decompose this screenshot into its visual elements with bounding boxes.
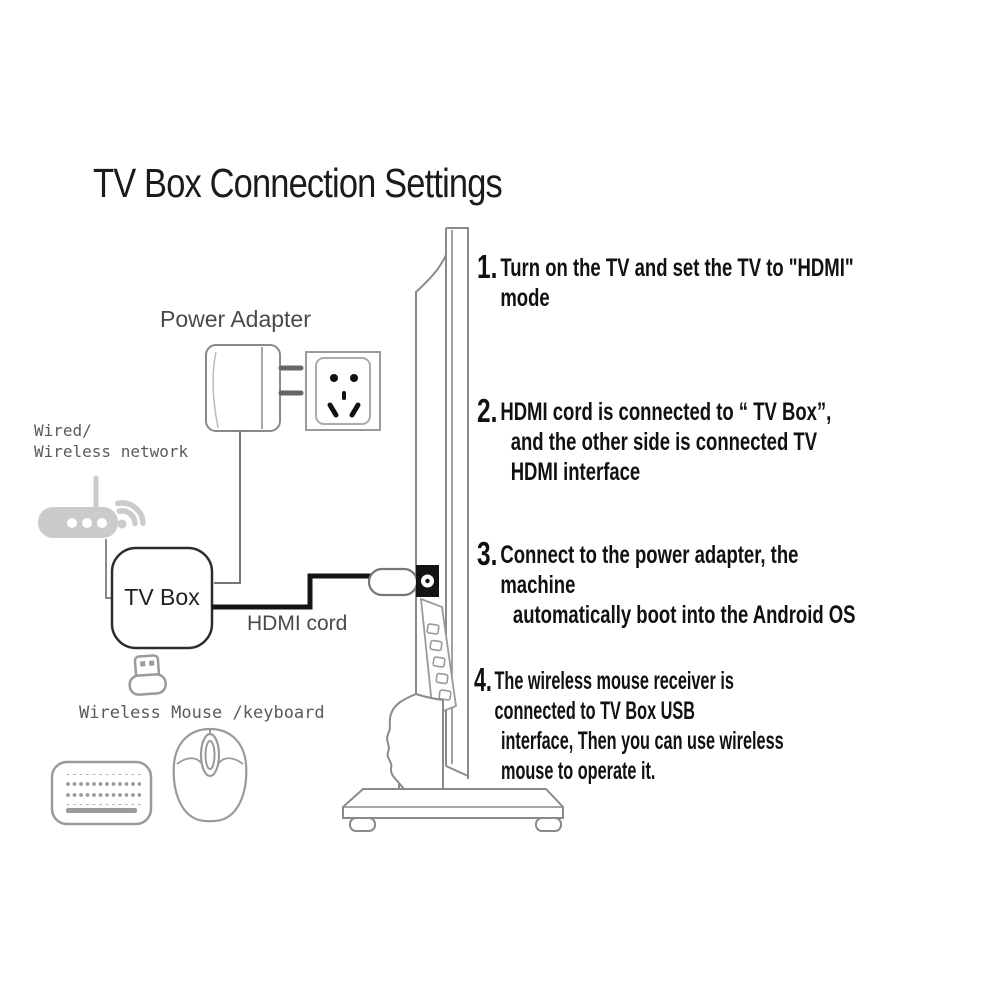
hdmi-cord-label: HDMI cord [247, 612, 348, 635]
wifi-signal-icon [114, 500, 146, 529]
tv-stand-base [342, 788, 564, 832]
keyboard-icon [50, 760, 153, 826]
network-label: Wired/ Wireless network [34, 420, 188, 462]
hdmi-plug-icon [367, 567, 419, 597]
mouse-icon [172, 727, 248, 823]
tv-back-hump [386, 692, 444, 790]
instruction-2-number: 2. [477, 392, 498, 429]
instruction-4-text-line1: The wireless mouse receiver is connected… [494, 667, 734, 725]
tv-port-panel [419, 597, 457, 717]
page-title: TV Box Connection Settings [93, 160, 503, 206]
instruction-3-number: 3. [477, 535, 498, 572]
power-adapter-label: Power Adapter [160, 306, 311, 332]
instruction-step-2: 2. HDMI cord is connected to “ TV Box”, … [477, 394, 864, 487]
instruction-4-text-line2: interface, Then you can use wireless mou… [500, 727, 784, 785]
hdmi-port-icon [416, 565, 439, 597]
instruction-step-4: 4. The wireless mouse receiver is connec… [474, 663, 816, 786]
wireless-mouse-keyboard-label: Wireless Mouse /keyboard [79, 703, 325, 723]
instruction-step-3: 3. Connect to the power adapter, the mac… [477, 537, 864, 630]
power-adapter-icon [205, 344, 304, 432]
instruction-2-text-line2: and the other side is connected TV HDMI … [510, 428, 818, 486]
instruction-2-text-line1: HDMI cord is connected to “ TV Box”, [500, 398, 832, 426]
instruction-1-number: 1. [477, 248, 498, 285]
instruction-3-text-line1: Connect to the power adapter, the machin… [500, 541, 799, 599]
hdmi-cable-line [212, 573, 371, 610]
tv-side-profile-icon [342, 227, 564, 832]
network-label-line1: Wired/ [34, 421, 92, 440]
instruction-4-number: 4. [474, 661, 492, 698]
usb-receiver-icon [128, 654, 167, 696]
tv-box-label: TV Box [124, 584, 200, 610]
tv-box-shape [110, 546, 214, 650]
instruction-1-text: Turn on the TV and set the TV to "HDMI" … [500, 254, 854, 312]
network-cable-line [105, 539, 113, 599]
network-label-line2: Wireless network [34, 442, 189, 461]
power-cord-line [214, 431, 241, 584]
instruction-step-1: 1. Turn on the TV and set the TV to "HDM… [477, 250, 864, 313]
wall-socket-icon [305, 351, 381, 431]
router-icon [38, 475, 118, 538]
instruction-3-text-line2: automatically boot into the Android OS [512, 601, 856, 629]
